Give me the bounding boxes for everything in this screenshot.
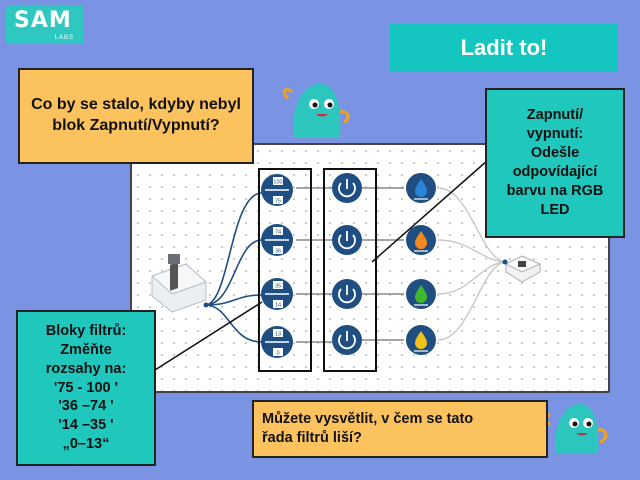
filters-info-line: '14 –35 ': [58, 417, 114, 434]
wire-slider-filter-3: [204, 294, 263, 306]
color-node-green: [406, 279, 436, 309]
toggle-info-line: barvu na RGB: [506, 182, 604, 199]
sam-labs-logo: SAM LABS: [6, 6, 84, 44]
filter-1-top: 100: [273, 180, 282, 186]
question-bottom-line: řada filtrů liší?: [262, 430, 362, 446]
toggles-highlight-box: [323, 168, 377, 372]
page-title: Ladit to!: [390, 24, 618, 72]
filter-3-top: 35: [275, 284, 281, 290]
drop-icon: [415, 285, 427, 303]
power-icon: [332, 325, 362, 355]
filters-info-line: Změňte: [60, 341, 112, 358]
pointer-to-filters: [154, 301, 263, 371]
toggle-info-line: odpovídající: [512, 164, 598, 180]
question-callout-bottom: Můžete vysvětlit, v čem se tato řada fil…: [252, 400, 548, 458]
mascot-bottom: [541, 403, 608, 454]
toggle-info-line: Zapnutí/: [526, 107, 584, 124]
toggle-info-line: Odešle: [530, 145, 580, 162]
filter-node-1: [261, 174, 293, 206]
filter-4-top: 13: [275, 332, 281, 338]
toggle-info-line: vypnutí:: [526, 126, 584, 143]
filter-4-bottom: 0: [276, 351, 279, 357]
filters-highlight-box: [258, 168, 312, 372]
filter-3-bottom: 14: [275, 303, 281, 309]
power-icon: [332, 173, 362, 203]
filters-info-line: „0–13“: [62, 436, 110, 453]
color-node-yellow: [406, 325, 436, 355]
slider-device: [151, 254, 207, 313]
filters-info-line: Bloky filtrů:: [45, 323, 127, 340]
question-bottom-line: Můžete vysvětlit, v čem se tato: [262, 411, 474, 428]
color-node-orange: [406, 225, 436, 255]
filter-2-bottom: 36: [275, 249, 281, 255]
wire-slider-filter-2: [204, 239, 263, 306]
rgb-led-device: [504, 255, 542, 283]
filters-info-line: '36 –74 ': [58, 398, 114, 415]
filter-1-bottom: 75: [275, 199, 281, 205]
wire-slider-filter-4: [204, 304, 263, 343]
power-icon: [332, 279, 362, 309]
filters-info-line: '75 - 100 ': [53, 379, 119, 396]
wire-color-led-4: [437, 261, 506, 341]
filter-node-3: [261, 278, 293, 310]
led-input-port: [502, 259, 508, 265]
wire-color-led-1: [437, 187, 506, 263]
wire-color-led-3: [437, 261, 506, 295]
color-node-blue: [406, 173, 436, 203]
drop-icon: [415, 331, 427, 349]
slider-output-port: [203, 302, 209, 308]
filter-2-top: 74: [275, 230, 281, 236]
question-callout-top: Co by se stalo, kdyby nebyl blok Zapnutí…: [18, 68, 254, 164]
logo-text: SAM: [14, 8, 72, 33]
wire-color-led-2: [437, 239, 506, 263]
wire-slider-filter-1: [204, 192, 263, 306]
pointer-to-toggles: [371, 159, 489, 263]
mascot-top: [282, 83, 350, 138]
filters-info-line: rozsahy na:: [45, 360, 127, 377]
power-icon: [332, 225, 362, 255]
toggle-info-callout: Zapnutí/ vypnutí: Odešle odpovídající ba…: [485, 88, 625, 238]
filter-node-2: [261, 224, 293, 256]
drop-icon: [415, 179, 427, 197]
filters-info-callout: Bloky filtrů: Změňte rozsahy na: '75 - 1…: [16, 310, 156, 466]
drop-icon: [415, 231, 427, 249]
filter-node-4: [261, 326, 293, 358]
logo-subtext: LABS: [54, 35, 74, 41]
toggle-info-line: LED: [540, 201, 570, 218]
